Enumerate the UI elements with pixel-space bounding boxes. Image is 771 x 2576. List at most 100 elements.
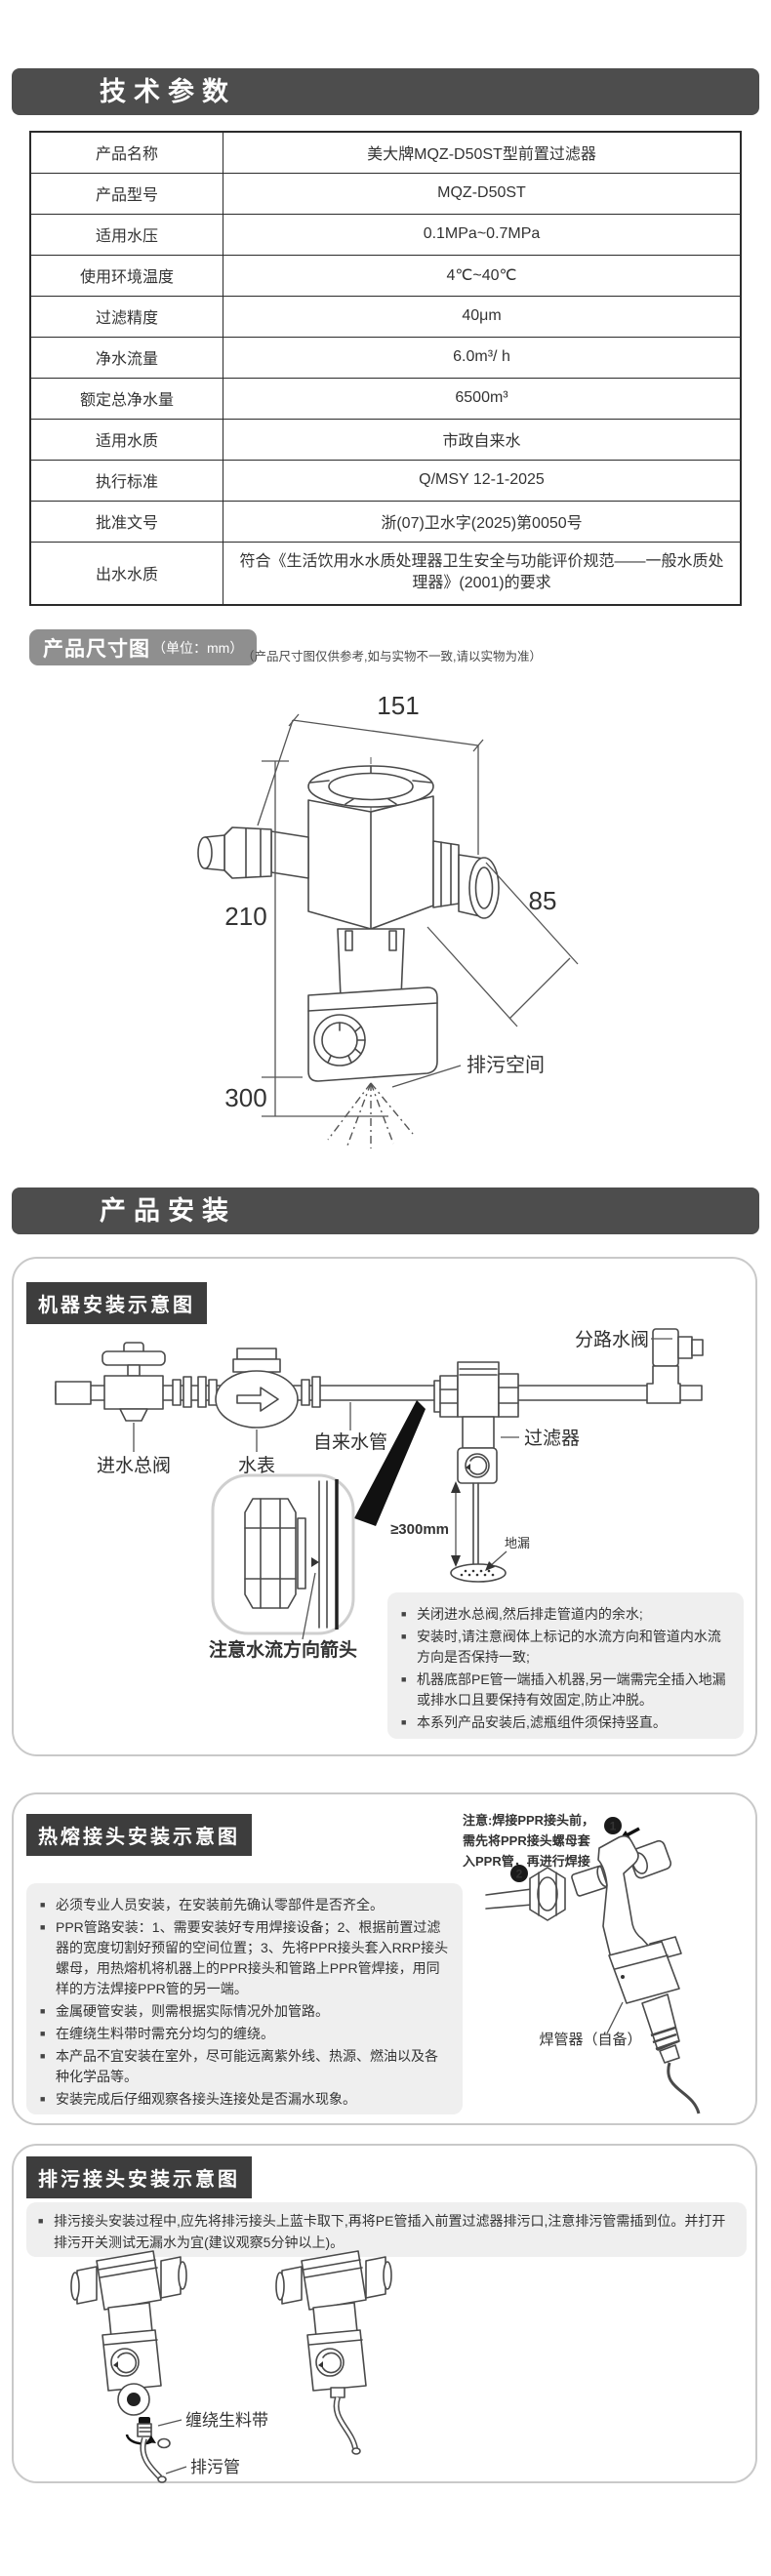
dimension-lines: 151 210 300 85 排污空间 [224,691,579,1117]
note-item: 排污接头安装过程中,应先将排污接头上蓝卡取下,再将PE管插入前置过滤器排污口,注… [38,2210,735,2253]
dimension-disclaimer: （产品尺寸图仅供参考,如与实物不一致,请以实物为准） [242,650,542,664]
section-header-tech-params: 技术参数 [12,68,759,115]
fusion-notes-box: 必须专业人员安装，在安装前先确认零部件是否齐全。 PPR管路安装：1、需要安装好… [26,1883,463,2114]
note-item: 安装完成后仔细观察各接头连接处是否漏水现象。 [40,2089,449,2110]
spec-label: 额定总净水量 [29,377,223,420]
fusion-notes-list: 必须专业人员安装，在安装前先确认零部件是否齐全。 PPR管路安装：1、需要安装好… [26,1883,463,2121]
note-text: 在缠绕生料带时需充分均匀的缠绕。 [56,2026,274,2041]
fusion-warning-note: 注意:焊接PPR接头前， 需先将PPR接头螺母套 入PPR管，再进行焊接 [463,1813,594,1869]
filter-exploded-drawing [70,2250,187,2483]
fusion-install-box: 热熔接头安装示意图 注意:焊接PPR接头前， 需先将PPR接头螺母套 入PPR管… [12,1792,757,2125]
section-title: 技术参数 [100,77,236,106]
section-header-install: 产品安装 [12,1187,759,1234]
welder-block-drawing [608,1936,682,2004]
dimension-drawing: 151 210 300 85 排污空间 [197,691,579,1148]
note-text: 关闭进水总阀,然后排走管道内的余水; [417,1606,643,1622]
note-text: 安装时,请注意阀体上标记的水流方向和管道内水流方向是否保持一致; [417,1629,721,1665]
step-2-marker [510,1865,528,1882]
spec-label: 使用环境温度 [29,254,223,297]
machine-install-diagram: 进水总阀 水表 自来水管 过滤器 分路水阀 ≥300mm 地漏 注意水流方向箭头 [55,1328,704,1661]
fusion-joint-diagram: 注意:焊接PPR接头前， 需先将PPR接头螺母套 入PPR管，再进行焊接 1 2 [463,1813,701,2114]
filter-unit-drawing [433,1361,519,1566]
label-welder: 焊管器（自备） [539,2032,641,2048]
note-text: 安装完成后仔细观察各接头连接处是否漏水现象。 [56,2091,356,2107]
warning-line: 入PPR管，再进行焊接 [463,1854,590,1869]
drain-install-badge: 排污接头安装示意图 [26,2156,252,2198]
note-item: 金属硬管安装，则需根据实际情况外加管路。 [40,2001,449,2022]
spec-value: 市政自来水 [223,418,742,461]
spec-value: MQZ-D50ST [223,172,742,215]
note-item: 安装时,请注意阀体上标记的水流方向和管道内水流方向是否保持一致; [401,1627,730,1668]
ppr-fitting-body [597,1834,652,1967]
warning-line: 注意:焊接PPR接头前， [463,1813,594,1828]
filter-assembled-drawing [275,2250,392,2455]
note-text: 排污接头安装过程中,应先将排污接头上蓝卡取下,再将PE管插入前置过滤器排污口,注… [54,2213,726,2250]
flow-direction-inset [211,1473,355,1640]
table-row: 产品名称美大牌MQZ-D50ST型前置过滤器 [29,131,742,174]
note-text: 必须专业人员安装，在安装前先确认零部件是否齐全。 [56,1897,384,1912]
welder-torch-drawing [641,1993,701,2114]
label-drain-pipe: 排污管 [190,2458,240,2476]
spec-label: 执行标准 [29,459,223,502]
drain-joint-diagram: 缠绕生料带 排污管 [70,2250,392,2483]
dimension-badge-unit: （单位：mm） [152,639,244,656]
note-text: 本系列产品安装后,滤瓶组件须保持竖直。 [417,1714,667,1730]
note-item: 本产品不宜安装在室外，尽可能远离紫外线、热源、燃油以及各种化学品等。 [40,2046,449,2087]
min-height-dimension [451,1481,461,1567]
spec-value: 4℃~40℃ [223,254,742,297]
dim-height-label: 210 [224,902,266,931]
label-flow-arrow: 注意水流方向箭头 [209,1638,357,1661]
note-item: 机器底部PE管一端插入机器,另一端需完全插入地漏或排水口且要保持有效固定,防止冲… [401,1670,730,1711]
drain-spray [327,1082,414,1148]
label-filter: 过滤器 [524,1428,580,1449]
magnifier-wedge [354,1400,426,1526]
machine-install-badge: 机器安装示意图 [26,1282,207,1324]
machine-notes-list: 关闭进水总阀,然后排走管道内的余水; 安装时,请注意阀体上标记的水流方向和管道内… [387,1592,744,1745]
step-1-marker [604,1817,622,1834]
spec-value: 浙(07)卫水字(2025)第0050号 [223,500,742,543]
table-row: 批准文号浙(07)卫水字(2025)第0050号 [29,500,742,543]
spec-value: 美大牌MQZ-D50ST型前置过滤器 [223,131,742,174]
spec-value: 6500m³ [223,377,742,420]
dim-clearance-label: 300 [224,1083,266,1112]
section-title: 产品安装 [100,1196,236,1226]
spec-label: 产品型号 [29,172,223,215]
note-item: 本系列产品安装后,滤瓶组件须保持竖直。 [401,1712,730,1733]
spec-label: 适用水压 [29,213,223,256]
drain-notes-list: 排污接头安装过程中,应先将排污接头上蓝卡取下,再将PE管插入前置过滤器排污口,注… [26,2202,747,2261]
machine-notes-box: 关闭进水总阀,然后排走管道内的余水; 安装时,请注意阀体上标记的水流方向和管道内… [387,1592,744,1739]
branch-valve-drawing [646,1328,704,1404]
note-text: PPR管路安装：1、需要安装好专用焊接设备；2、根据前置过滤器的宽度切割好预留的… [56,1919,449,1996]
note-item: 必须专业人员安装，在安装前先确认零部件是否齐全。 [40,1895,449,1915]
label-water-meter: 水表 [238,1455,275,1476]
table-row: 适用水质市政自来水 [29,418,742,461]
spec-value: 6.0m³/ h [223,336,742,379]
spec-value: 0.1MPa~0.7MPa [223,213,742,256]
spec-label: 净水流量 [29,336,223,379]
flow-arrow-icon [311,1557,319,1567]
spec-label: 出水水质 [29,541,223,606]
label-main-valve: 进水总阀 [97,1455,171,1476]
water-meter-drawing [197,1348,321,1429]
drain-notes-box: 排污接头安装过程中,应先将排污接头上蓝卡取下,再将PE管插入前置过滤器排污口,注… [26,2202,747,2257]
warning-line: 需先将PPR接头螺母套 [463,1833,591,1848]
floor-drain-drawing [450,1563,507,1583]
note-item: 关闭进水总阀,然后排走管道内的余水; [401,1604,730,1625]
table-row: 出水水质符合《生活饮用水水质处理器卫生安全与功能评价规范——一般水质处理器》(2… [29,541,742,606]
spec-label: 产品名称 [29,131,223,174]
note-text: 金属硬管安装，则需根据实际情况外加管路。 [56,2003,329,2019]
dimension-section-badge: 产品尺寸图 （单位：mm） [29,629,258,665]
label-min-height: ≥300mm [390,1521,449,1538]
dim-width-label: 151 [377,691,419,720]
ppr-pipe-nut-drawing [485,1865,610,1921]
note-text: 本产品不宜安装在室外，尽可能远离紫外线、热源、燃油以及各种化学品等。 [56,2048,438,2084]
filter-product-drawing [197,757,500,1148]
spec-value: 符合《生活饮用水水质处理器卫生安全与功能评价规范——一般水质处理器》(2001)… [223,541,742,606]
